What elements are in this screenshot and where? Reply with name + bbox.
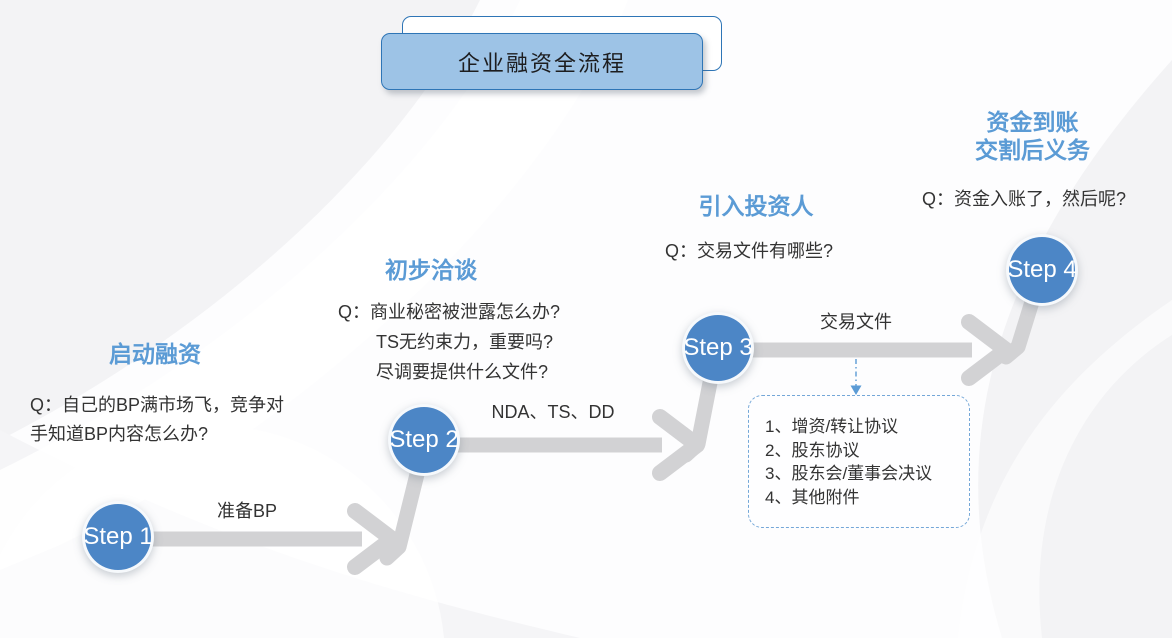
step1-heading: 启动融资 <box>109 341 201 367</box>
dashed-connector-arrowhead <box>850 385 862 395</box>
step4-label: Step 4 <box>1007 256 1077 283</box>
step1-circle: Step 1 <box>82 501 154 573</box>
step2-heading: 初步洽谈 <box>385 257 477 283</box>
question-line: 手知道BP内容怎么办? <box>30 424 209 444</box>
background-swoosh <box>0 0 628 570</box>
question-line: 尽调要提供什么文件? <box>376 362 549 382</box>
transaction-documents-box: 1、增资/转让协议 2、股东协议 3、股东会/董事会决议 4、其他附件 <box>748 395 970 528</box>
transition3-label: 交易文件 <box>820 312 892 332</box>
attachment-item: 4、其他附件 <box>765 487 860 507</box>
question-line: Q：资金入账了，然后呢? <box>922 189 1127 209</box>
background-swoosh <box>0 0 480 440</box>
arrow2-head <box>652 409 705 481</box>
attachment-item: 2、股东协议 <box>765 440 860 460</box>
step1-question: Q：自己的BP满市场飞，竞争对 手知道BP内容怎么办? <box>30 391 284 449</box>
flow-title: 企业融资全流程 <box>457 50 626 76</box>
step4-heading: 资金到账 交割后义务 <box>975 109 1090 163</box>
question-line: Q：交易文件有哪些? <box>665 241 834 261</box>
attachment-item: 3、股东会/董事会决议 <box>765 464 933 483</box>
transition1-label: 准备BP <box>216 501 277 521</box>
flow-title-box: 企业融资全流程 <box>381 33 703 90</box>
question-line: Q：商业秘密被泄露怎么办? <box>338 302 561 322</box>
arrow3-head <box>961 314 1014 386</box>
question-line: Q：自己的BP满市场飞，竞争对 <box>30 395 285 415</box>
step3-question: Q：交易文件有哪些? <box>665 237 833 263</box>
attachment-item: 1、增资/转让协议 <box>765 417 899 436</box>
step2-circle: Step 2 <box>388 404 460 476</box>
transition2-label: NDA、TS、DD <box>491 402 615 422</box>
question-line: TS无约束力，重要吗? <box>376 332 554 352</box>
arrow1-head <box>347 503 400 575</box>
step4-circle: Step 4 <box>1006 234 1078 306</box>
step3-circle: Step 3 <box>682 312 754 384</box>
step2-connector-leg <box>379 438 432 566</box>
step3-heading: 引入投资人 <box>698 193 814 219</box>
step3-label: Step 3 <box>683 334 753 361</box>
step2-question: Q：商业秘密被泄露怎么办? TS无约束力，重要吗? 尽调要提供什么文件? <box>338 297 560 387</box>
step1-label: Step 1 <box>83 523 153 550</box>
background-swoosh <box>958 300 1172 638</box>
step4-question: Q：资金入账了，然后呢? <box>922 185 1126 211</box>
step2-label: Step 2 <box>389 426 459 453</box>
